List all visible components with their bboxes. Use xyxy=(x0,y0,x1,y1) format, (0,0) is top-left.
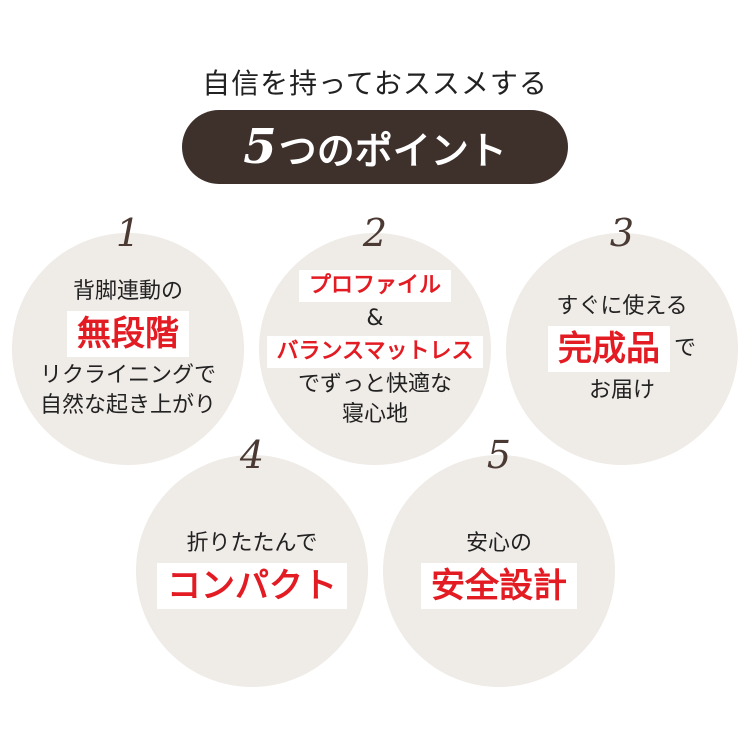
point-1-line1: 背脚連動の xyxy=(72,279,183,304)
point-1-content: 背脚連動の 無段階 リクライニングで 自然な起き上がり xyxy=(12,233,244,465)
header-title-number: 5 xyxy=(243,119,277,175)
point-5-circle: 5 安心の 安全設計 xyxy=(383,433,615,687)
header-subtitle: 自信を持っておススメする xyxy=(202,67,548,100)
point-1-line3: リクライニングで xyxy=(39,363,216,388)
point-5-line1: 安心の xyxy=(465,531,532,556)
point-4-content: 折りたたんで コンパクト xyxy=(136,455,368,687)
point-2-highlight2: バランスマットレス xyxy=(266,336,484,368)
point-2-connector: & xyxy=(366,306,384,331)
point-2-line4: でずっと快適な xyxy=(297,372,452,397)
point-4-number: 4 xyxy=(239,433,265,477)
point-2-content: プロファイル & バランスマットレス でずっと快適な 寝心地 xyxy=(259,233,491,465)
point-2-circle: 2 プロファイル & バランスマットレス でずっと快適な 寝心地 xyxy=(259,211,491,465)
point-4-circle: 4 折りたたんで コンパクト xyxy=(136,433,368,687)
point-1-number: 1 xyxy=(115,211,141,255)
point-3-highlight: 完成品 xyxy=(547,326,670,372)
point-1-circle: 1 背脚連動の 無段階 リクライニングで 自然な起き上がり xyxy=(12,211,244,465)
point-3-line3: お届け xyxy=(588,378,655,403)
point-3-circle: 3 すぐに使える 完成品 で お届け xyxy=(506,211,738,465)
point-4-highlight: コンパクト xyxy=(157,563,347,609)
point-3-highlight-row: 完成品 で xyxy=(547,322,696,376)
point-1-line4: 自然な起き上がり xyxy=(39,393,216,418)
point-2-number: 2 xyxy=(362,211,388,255)
point-3-suffix: で xyxy=(673,336,696,361)
point-5-number: 5 xyxy=(486,433,512,477)
point-3-line1: すぐに使える xyxy=(556,294,688,319)
point-5-content: 安心の 安全設計 xyxy=(383,455,615,687)
point-3-number: 3 xyxy=(609,211,635,255)
point-2-line5: 寝心地 xyxy=(341,402,408,427)
point-2-highlight1: プロファイル xyxy=(298,270,451,302)
point-1-highlight: 無段階 xyxy=(67,311,189,357)
point-5-highlight: 安全設計 xyxy=(421,563,577,609)
point-4-line1: 折りたたんで xyxy=(186,531,318,556)
header-banner: 5 つのポイント xyxy=(182,110,568,184)
point-3-content: すぐに使える 完成品 で お届け xyxy=(506,233,738,465)
header-title-text: つのポイント xyxy=(278,128,507,173)
